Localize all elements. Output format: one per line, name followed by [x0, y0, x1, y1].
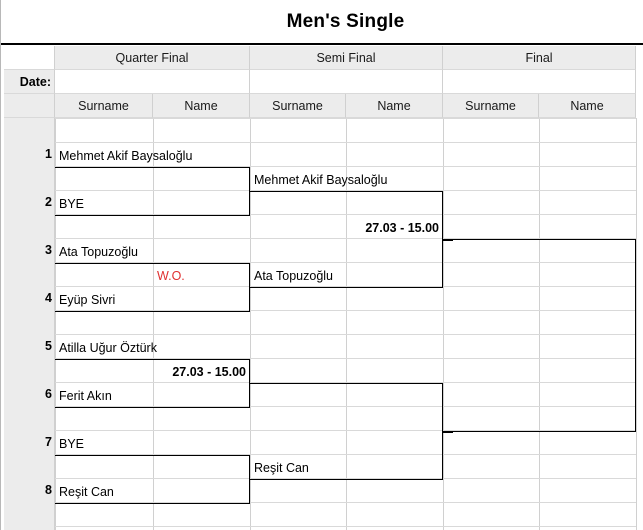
qf-match3-schedule-note[interactable]: 27.03 - 15.00	[172, 365, 246, 379]
grid-column-line	[443, 118, 444, 530]
page-title: Men's Single	[286, 11, 405, 32]
sf-winner-2[interactable]: Ata Topuzoğlu	[254, 269, 333, 283]
qf-entrant-3[interactable]: Ata Topuzoğlu	[59, 245, 138, 259]
grid-column-line	[346, 118, 347, 530]
sub-header-f-name: Name	[539, 94, 636, 118]
grid-row-line	[4, 358, 636, 359]
grid-row-line	[4, 238, 636, 239]
grid-row-line	[4, 118, 636, 119]
sf-winner-1[interactable]: Mehmet Akif Baysaloğlu	[254, 173, 388, 187]
sub-header-sf-surname: Surname	[250, 94, 346, 118]
sf-winner-3[interactable]	[250, 360, 443, 384]
title-row: Men's Single	[1, 0, 643, 45]
seed-number-column: 1 2 3 4 5 6 7 8	[4, 118, 55, 530]
seed-number: 8	[45, 483, 52, 497]
seed-number: 5	[45, 339, 52, 353]
seed-number: 1	[45, 147, 52, 161]
date-value-semi-final[interactable]	[250, 70, 443, 94]
sub-header-f-surname: Surname	[443, 94, 539, 118]
champion-slot[interactable]	[443, 312, 636, 336]
qf-entrant-7[interactable]: BYE	[59, 437, 85, 451]
final-winner-1[interactable]	[443, 216, 636, 240]
sub-header-sf-name: Name	[346, 94, 443, 118]
qf-entrant-4[interactable]: Eyüp Sivri	[59, 293, 116, 307]
round-header-semi-final: Semi Final	[250, 46, 443, 70]
qf-match2-walkover-note[interactable]: W.O.	[157, 269, 185, 283]
grid-row-line	[4, 262, 636, 263]
grid-column-line	[153, 118, 154, 530]
grid-row-line	[4, 406, 636, 407]
date-label: Date:	[4, 70, 55, 94]
grid-row-line	[4, 286, 636, 287]
grid-row-line	[4, 454, 636, 455]
grid-row-line	[4, 430, 636, 431]
seed-number: 2	[45, 195, 52, 209]
grid-row-line	[4, 382, 636, 383]
grid-row-line	[4, 190, 636, 191]
seed-number: 6	[45, 387, 52, 401]
grid-row-line	[4, 142, 636, 143]
qf-entrant-8[interactable]: Reşit Can	[59, 485, 114, 499]
grid-row-line	[4, 310, 636, 311]
seed-number: 7	[45, 435, 52, 449]
grid-column-line	[250, 118, 251, 530]
grid-column-line	[636, 118, 637, 530]
grid-row-line	[4, 334, 636, 335]
sf-winner-4[interactable]: Reşit Can	[254, 461, 309, 475]
sub-header-qf-surname: Surname	[55, 94, 153, 118]
grid-row-line	[4, 502, 636, 503]
seed-number: 4	[45, 291, 52, 305]
grid-row-line	[4, 214, 636, 215]
seed-number: 3	[45, 243, 52, 257]
round-header-quarter-final: Quarter Final	[55, 46, 250, 70]
grid-column-line	[539, 118, 540, 530]
qf-entrant-6[interactable]: Ferit Akın	[59, 389, 112, 403]
date-value-final[interactable]	[443, 70, 636, 94]
qf-entrant-5[interactable]: Atilla Uğur Öztürk	[59, 341, 157, 355]
sub-header-qf-name: Name	[153, 94, 250, 118]
grid-row-line	[4, 166, 636, 167]
final-winner-2[interactable]	[443, 408, 636, 432]
date-value-quarter-final[interactable]	[55, 70, 250, 94]
qf-entrant-2[interactable]: BYE	[59, 197, 85, 211]
sf-match1-schedule-note[interactable]: 27.03 - 15.00	[365, 221, 439, 235]
grid-row-line	[4, 526, 636, 527]
grid-column-line	[55, 118, 56, 530]
sub-header-corner	[4, 94, 55, 118]
qf-entrant-1[interactable]: Mehmet Akif Baysaloğlu	[59, 149, 193, 163]
round-header-final: Final	[443, 46, 636, 70]
round-header-corner	[4, 46, 55, 70]
grid-row-line	[4, 478, 636, 479]
